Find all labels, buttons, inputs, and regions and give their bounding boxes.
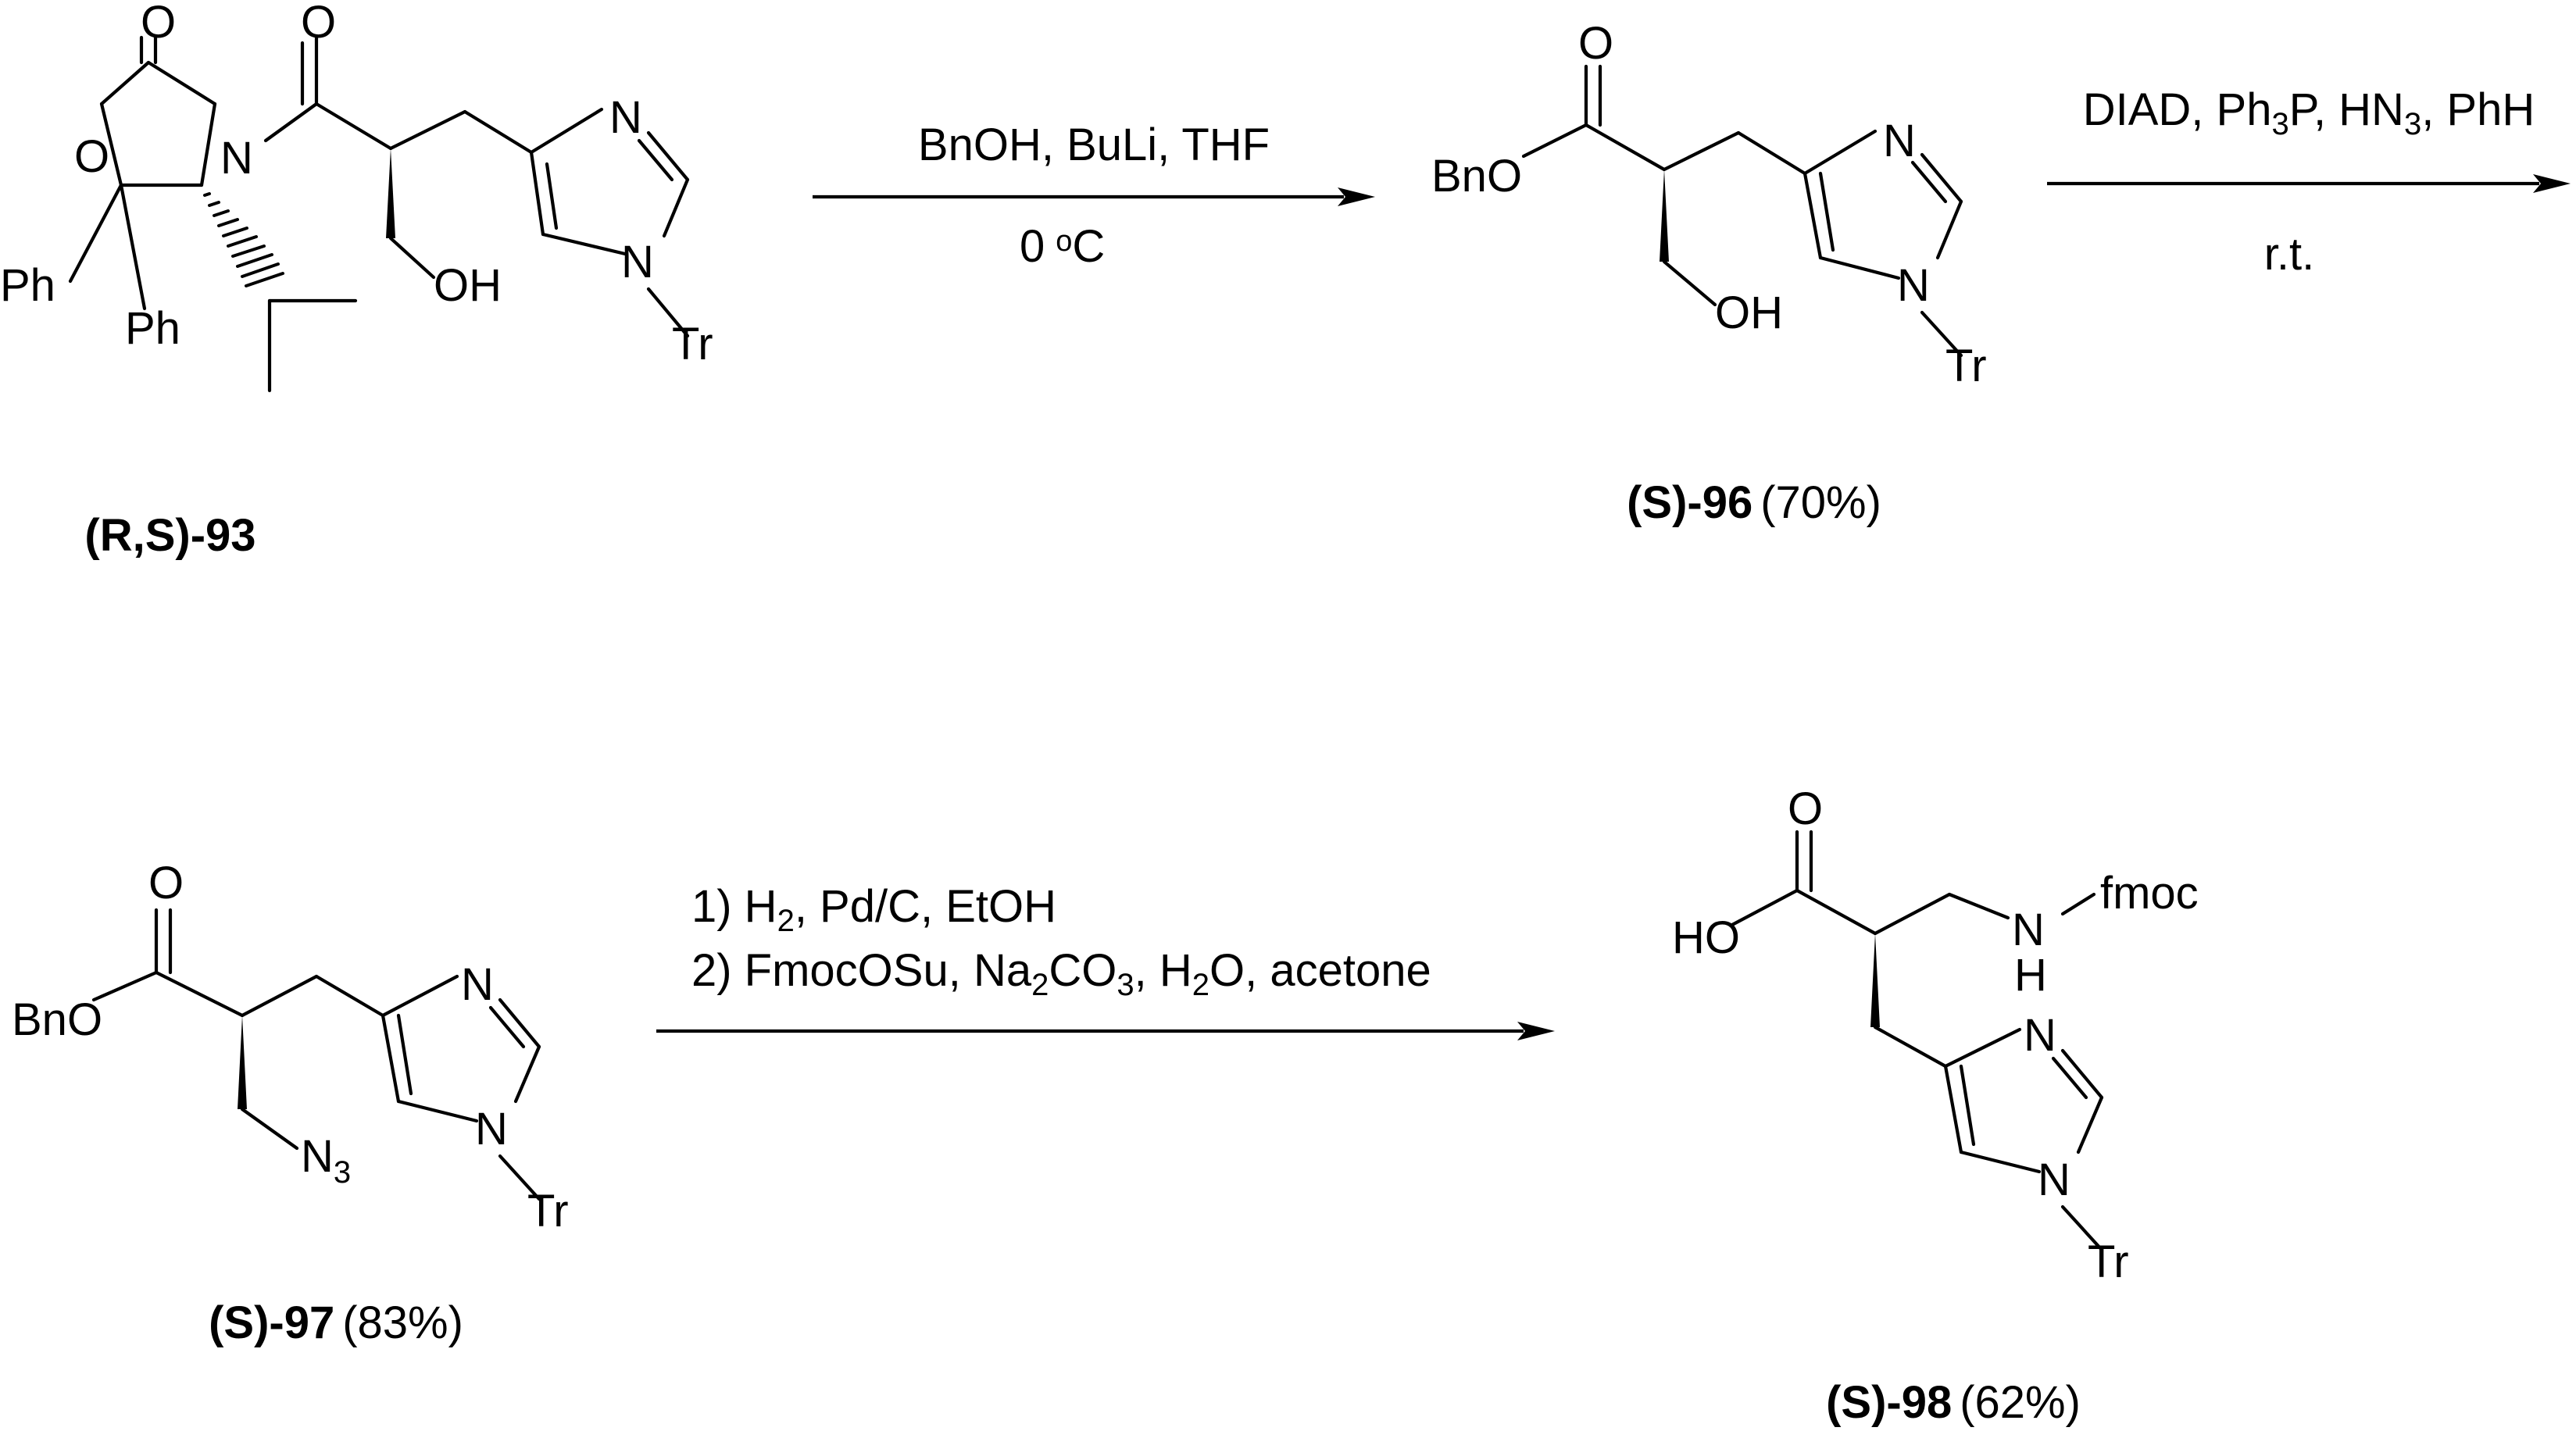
- atom-oh: OH: [434, 260, 502, 311]
- atom-n: N: [621, 237, 654, 287]
- atom-ho: HO: [1672, 912, 1740, 963]
- compound-98-structure: [1728, 830, 2104, 1252]
- atom-n: N: [2024, 1010, 2056, 1061]
- reaction-3-step-1: 1) H2, Pd/C, EtOH: [691, 881, 1056, 938]
- atom-n: N: [461, 959, 494, 1010]
- compound-93-label: (R,S)-93: [84, 510, 255, 561]
- atom-o: O: [74, 131, 109, 182]
- atom-oh: OH: [1715, 287, 1783, 338]
- atom-h: H: [2014, 950, 2047, 1001]
- compound-97-atoms: O BnO N3 N N Tr: [12, 858, 569, 1237]
- atom-o: O: [1578, 18, 1613, 69]
- compound-98-label: (S)-98(62%): [1826, 1377, 2081, 1428]
- atom-tr: Tr: [2088, 1237, 2129, 1287]
- atom-ph: Ph: [125, 303, 180, 354]
- atom-n: N: [609, 92, 642, 143]
- atom-o: O: [148, 858, 184, 908]
- atom-tr: Tr: [672, 319, 713, 369]
- atom-bno: BnO: [12, 994, 102, 1045]
- atom-n: N: [2012, 905, 2045, 955]
- reaction-arrow-3: [656, 1022, 1555, 1040]
- atom-n: N: [1883, 116, 1916, 166]
- hashed-bond-isopropyl: [203, 192, 284, 287]
- atom-n: N: [475, 1104, 508, 1154]
- compound-96-label: (S)-96(70%): [1627, 477, 1881, 528]
- atom-o: O: [1788, 783, 1823, 834]
- reaction-2-temperature: r.t.: [2264, 229, 2314, 280]
- atom-tr: Tr: [1945, 341, 1987, 391]
- reaction-2-reagents: DIAD, Ph3P, HN3, PhH: [2083, 84, 2535, 141]
- compound-96-structure: [1521, 64, 1963, 358]
- atom-fmoc: fmoc: [2100, 868, 2199, 919]
- atom-n: N: [1897, 260, 1930, 311]
- compound-96-atoms: O BnO OH N N Tr: [1431, 18, 1987, 391]
- atom-n3: N3: [301, 1131, 351, 1190]
- atom-n: N: [2038, 1154, 2070, 1205]
- compound-93-atoms: O O N O Ph Ph OH N N Tr: [0, 0, 713, 369]
- atom-o: O: [141, 0, 176, 48]
- atom-tr: Tr: [527, 1186, 569, 1237]
- compound-98-atoms: O HO N H fmoc N N Tr: [1672, 783, 2199, 1287]
- compound-97-structure: [91, 908, 541, 1201]
- atom-bno: BnO: [1431, 151, 1522, 202]
- atom-n: N: [220, 133, 253, 184]
- reaction-arrow-1: [813, 187, 1375, 206]
- atom-o: O: [301, 0, 336, 48]
- reaction-3-step-2: 2) FmocOSu, Na2CO3, H2O, acetone: [691, 945, 1431, 1002]
- compound-97-label: (S)-97(83%): [209, 1297, 463, 1348]
- reaction-arrow-2: [2047, 174, 2571, 193]
- compound-93-structure: [68, 35, 690, 393]
- atom-ph: Ph: [0, 260, 55, 311]
- reaction-1-reagents: BnOH, BuLi, THF: [918, 120, 1270, 170]
